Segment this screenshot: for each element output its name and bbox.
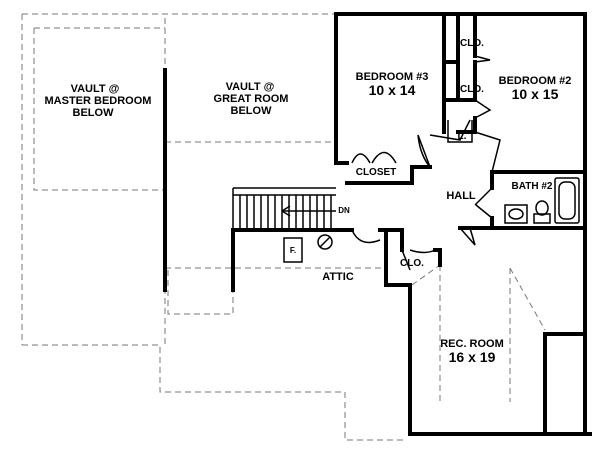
bath-fixtures bbox=[504, 177, 580, 224]
vault-great-line3: BELOW bbox=[231, 105, 273, 117]
vault-master-line3: BELOW bbox=[73, 107, 115, 119]
bedroom2-name: BEDROOM #2 bbox=[499, 75, 572, 87]
stairs bbox=[232, 187, 336, 230]
closet-mid-label: CLO. bbox=[460, 84, 484, 95]
vault-master-line1: VAULT @ bbox=[71, 83, 120, 95]
doors bbox=[351, 55, 501, 434]
bedroom2-size: 10 x 15 bbox=[512, 86, 559, 102]
closet-top-label: CLO. bbox=[460, 38, 484, 49]
labels: VAULT @ MASTER BEDROOM BELOW VAULT @ GRE… bbox=[45, 38, 572, 365]
walls bbox=[163, 12, 592, 436]
vault-great-line1: VAULT @ bbox=[226, 81, 275, 93]
rec-room-size: 16 x 19 bbox=[449, 349, 496, 365]
bath-label: BATH #2 bbox=[512, 181, 553, 192]
rec-closet-label: CLO. bbox=[400, 258, 424, 269]
hall-label: HALL bbox=[446, 190, 476, 202]
vault-master-line2: MASTER BEDROOM bbox=[45, 95, 152, 107]
furnace-label: F. bbox=[290, 246, 296, 255]
bedroom3-size: 10 x 14 bbox=[369, 82, 416, 98]
bedroom3-name: BEDROOM #3 bbox=[356, 71, 429, 83]
down-label: DN bbox=[338, 206, 350, 215]
linen-label: L. bbox=[458, 131, 467, 142]
vault-great-line2: GREAT ROOM bbox=[214, 93, 289, 105]
closet-label: CLOSET bbox=[356, 167, 397, 178]
rec-room-name: REC. ROOM bbox=[440, 338, 504, 350]
attic-items bbox=[283, 234, 333, 263]
attic-label: ATTIC bbox=[322, 271, 354, 283]
